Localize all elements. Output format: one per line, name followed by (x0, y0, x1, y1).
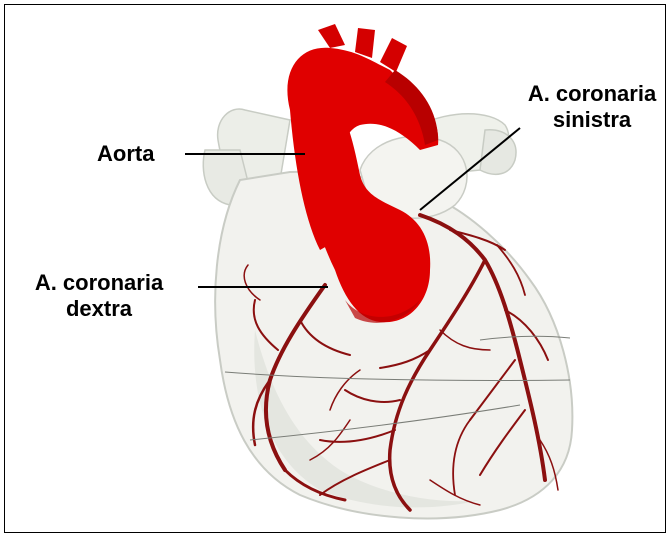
right-coronary-label: A. coronaria dextra (22, 270, 176, 322)
right-coronary-label-line1: A. coronaria (22, 270, 176, 296)
aorta-label: Aorta (97, 141, 154, 167)
left-coronary-label: A. coronaria sinistra (515, 81, 669, 133)
left-coronary-label-line2: sinistra (515, 107, 669, 133)
left-coronary-label-line1: A. coronaria (515, 81, 669, 107)
right-coronary-label-line2: dextra (22, 296, 176, 322)
